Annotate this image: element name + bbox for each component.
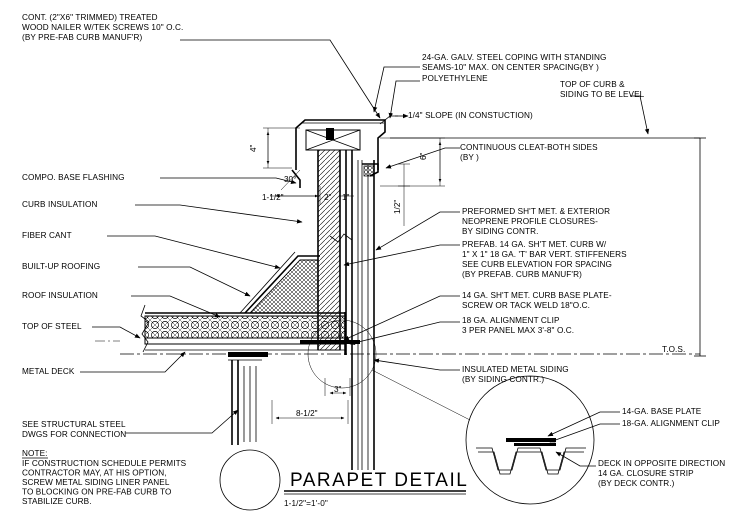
label-siding-2: (BY SIDING CONTR.) (462, 375, 544, 384)
label-top-curb-2: SIDING TO BE LEVEL (560, 90, 645, 99)
label-nailer-1: CONT. (2"X6" TRIMMED) TREATED (22, 13, 158, 22)
label-d-baseplate: 14-GA. BASE PLATE (622, 407, 702, 416)
note-line: TO BLOCKING ON PRE-FAB CURB TO (22, 488, 172, 497)
label-baseplate-2: SCREW OR TACK WELD 18"O.C. (462, 301, 590, 310)
label-cleat-1: CONTINUOUS CLEAT-BOTH SIDES (460, 143, 598, 152)
label-nailer-3: (BY PRE-FAB CURB MANUF'R) (22, 33, 143, 42)
label-base-flashing: COMPO. BASE FLASHING (22, 173, 125, 182)
label-top-of-steel: TOP OF STEEL (22, 322, 82, 331)
note-line: SCREW METAL SIDING LINER PANEL (22, 478, 170, 487)
label-top-curb-1: TOP OF CURB & (560, 80, 625, 89)
label-closure-1: PREFORMED SH'T MET. & EXTERIOR (462, 207, 610, 216)
dim-6: 6" (419, 152, 428, 160)
label-slope: 1/4" SLOPE (IN CONSTUCTION) (408, 111, 533, 120)
label-cleat-2: (BY ) (460, 153, 479, 162)
roof-assembly (140, 304, 346, 445)
dim-4: 4" (249, 144, 258, 152)
label-curb-insulation: CURB INSULATION (22, 200, 98, 209)
enlarged-detail (465, 375, 620, 505)
label-d-deck-3: (BY DECK CONTR.) (598, 479, 675, 488)
top-of-steel-line (95, 340, 700, 355)
dim-3: 3" (334, 385, 342, 394)
label-structural-1: SEE STRUCTURAL STEEL (22, 420, 126, 429)
label-baseplate-1: 14 GA. SH'T MET. CURB BASE PLATE- (462, 291, 612, 300)
label-curb-3: SEE CURB ELEVATION FOR SPACING (462, 260, 612, 269)
drawing-title: PARAPET DETAIL (290, 470, 468, 491)
label-polyethylene: POLYETHYLENE (422, 74, 488, 83)
note-line: STABILIZE CURB. (22, 497, 92, 506)
label-structural-2: DWGS FOR CONNECTION (22, 430, 126, 439)
label-tos: T.O.S. (662, 345, 685, 354)
label-fiber-cant: FIBER CANT (22, 231, 72, 240)
label-coping-1: 24-GA. GALV. STEEL COPING WITH STANDING (422, 53, 607, 62)
label-closure-2: NEOPRENE PROFILE CLOSURES- (462, 217, 598, 226)
note-line: CONTRACTOR MAY, AT HIS OPTION, (22, 469, 167, 478)
title-block (219, 449, 466, 511)
note-line: IF CONSTRUCTION SCHEDULE PERMITS (22, 459, 187, 468)
label-curb-4: (BY PREFAB. CURB MANUF'R) (462, 270, 582, 279)
drawing-scale: 1-1/2"=1'-0" (284, 499, 328, 508)
label-clip-1: 18 GA. ALIGNMENT CLIP (462, 316, 560, 325)
label-closure-3: BY SIDING CONTR. (462, 227, 539, 236)
prefab-curb (300, 140, 375, 470)
label-clip-2: 3 PER PANEL MAX 3'-8" O.C. (462, 326, 574, 335)
dim-1: 1" (342, 193, 350, 202)
note-heading: NOTE: (22, 449, 48, 458)
dim-1-2: 1/2" (393, 200, 402, 214)
right-leaders (307, 66, 650, 421)
dim-30: 30° (284, 175, 296, 184)
label-d-deck-1: DECK IN OPPOSITE DIRECTION (598, 459, 725, 468)
dim-1-1-2: 1-1/2" (262, 193, 284, 202)
label-curb-1: PREFAB. 14 GA. SH'T MET. CURB W/ (462, 240, 607, 249)
label-metal-deck: METAL DECK (22, 367, 75, 376)
left-leaders (80, 39, 381, 434)
elevation-lines (379, 113, 706, 357)
label-curb-2: 1" X 1" 18 GA. 'T' BAR VERT. STIFFENERS (462, 250, 627, 259)
label-nailer-2: WOOD NAILER W/TEK SCREWS 10" O.C. (22, 23, 183, 32)
label-built-up-roofing: BUILT-UP ROOFING (22, 262, 100, 271)
label-siding-1: INSULATED METAL SIDING (462, 365, 569, 374)
label-coping-2: SEAMS-10" MAX. ON CENTER SPACING(BY ) (422, 63, 599, 72)
label-d-deck-2: 14 GA. CLOSURE STRIP (598, 469, 694, 478)
dim-8-1-2: 8-1/2" (296, 409, 318, 418)
label-d-clip: 18-GA. ALIGNMENT CLIP (622, 419, 720, 428)
dim-2: 2" (324, 193, 332, 202)
label-roof-insulation: ROOF INSULATION (22, 291, 98, 300)
